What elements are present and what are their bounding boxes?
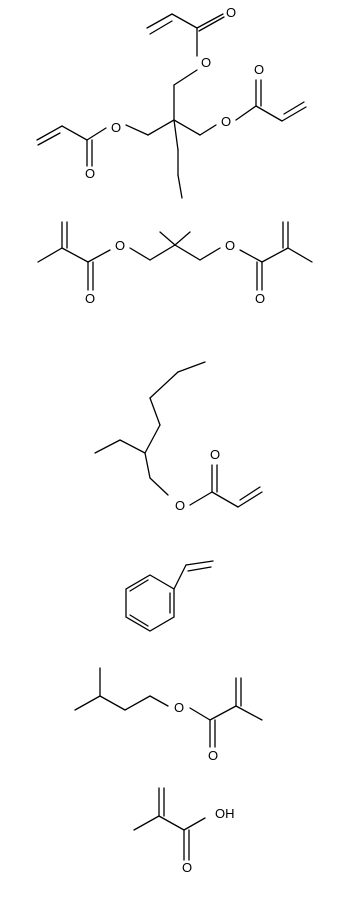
oxygen-label: O	[225, 238, 235, 253]
oxygen-label: O	[201, 55, 211, 70]
oxygen-label: O	[175, 498, 185, 513]
hydroxyl-label: OH	[215, 806, 235, 821]
isobutyl-methacrylate-structure: O O	[74, 667, 263, 763]
oxygen-label: O	[221, 114, 231, 129]
oxygen-label: O	[115, 238, 125, 253]
methacrylic-acid-structure: O OH	[133, 787, 235, 875]
neopentyl-glycol-dimethacrylate-structure: O O O O	[37, 221, 313, 306]
oxygen-label: O	[254, 62, 264, 77]
oxygen-label: O	[210, 447, 220, 462]
2-ethylhexyl-acrylate-structure: O O	[94, 361, 263, 513]
oxygen-label: O	[174, 700, 184, 715]
oxygen-label: O	[255, 291, 265, 306]
oxygen-label: O	[226, 5, 236, 20]
oxygen-label: O	[85, 166, 95, 181]
oxygen-label: O	[208, 748, 218, 763]
trimethylolpropane-triacrylate-structure: O O O O O O	[36, 5, 307, 199]
oxygen-label: O	[111, 120, 121, 135]
oxygen-label: O	[85, 291, 95, 306]
oxygen-label: O	[182, 860, 192, 875]
styrene-structure	[125, 560, 214, 632]
